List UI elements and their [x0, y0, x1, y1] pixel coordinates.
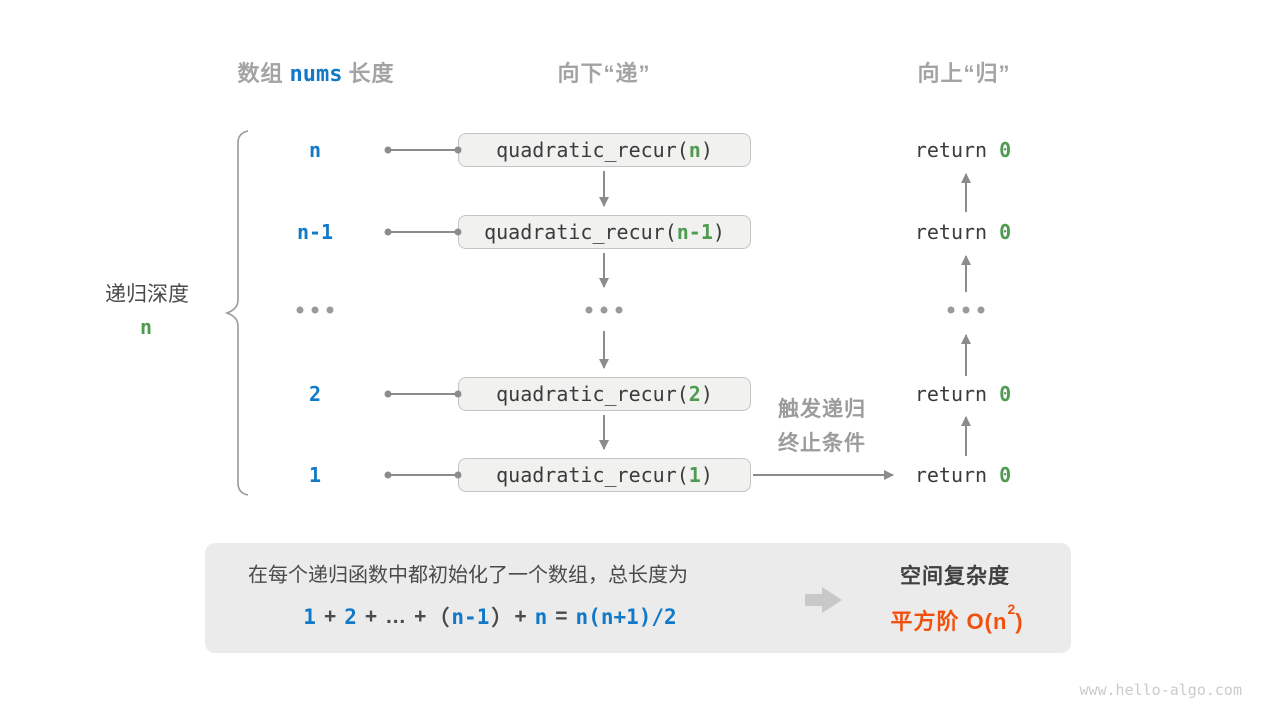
- call-arg: 2: [688, 382, 701, 406]
- array-label-suffix: 长度: [348, 61, 395, 86]
- watermark: www.hello-algo.com: [1079, 681, 1242, 699]
- call-text-n: quadratic_recur(n): [496, 138, 713, 162]
- formula-token: +: [364, 605, 378, 628]
- return-value: 0: [999, 382, 1012, 406]
- call-box-2: quadratic_recur(2): [458, 377, 751, 411]
- row-connector-lines: [388, 149, 458, 476]
- formula-token: 1: [303, 605, 316, 629]
- recursion-depth-value: n: [139, 315, 153, 339]
- call-text-n-1: quadratic_recur(n-1): [484, 220, 725, 244]
- formula-token: =: [555, 605, 568, 628]
- recursion-depth-brace: [224, 130, 249, 496]
- call-box-n: quadratic_recur(n): [458, 133, 751, 167]
- summary-description: 在每个递归函数中都初始化了一个数组，总长度为: [248, 564, 688, 587]
- return-value: 0: [999, 220, 1012, 244]
- ellipsis-dots-middle: [585, 306, 623, 314]
- nums-code-word: nums: [289, 62, 343, 87]
- call-arg: n-1: [676, 220, 713, 244]
- formula-token: +: [414, 605, 427, 628]
- call-text-2: quadratic_recur(2): [496, 382, 713, 406]
- return-value: 0: [999, 138, 1012, 162]
- formula-token: …: [385, 605, 407, 628]
- call-text-1: quadratic_recur(1): [496, 463, 713, 487]
- formula-token: ）: [491, 607, 513, 630]
- call-box-1: quadratic_recur(1): [458, 458, 751, 492]
- recurse-down-column-header: 向下“递”: [557, 61, 651, 86]
- depth-num-n-1: n-1: [296, 220, 334, 244]
- space-complexity-title: 空间复杂度: [900, 565, 1010, 588]
- call-box-n-1: quadratic_recur(n-1): [458, 215, 751, 249]
- formula-token: +: [323, 605, 337, 628]
- depth-num-2: 2: [308, 382, 322, 406]
- ellipsis-dots-right: [947, 306, 985, 314]
- trigger-note-line1: 触发递归: [778, 398, 866, 421]
- formula-token: +: [514, 605, 527, 628]
- depth-num-1: 1: [308, 463, 322, 487]
- formula-token: 2: [344, 605, 357, 629]
- recursion-depth-label: 递归深度: [105, 283, 189, 306]
- summary-formula: 1 + 2 + … + （ n-1 ） + n = n(n+1)/2: [299, 602, 680, 632]
- call-arg: 1: [688, 463, 701, 487]
- call-arg: n: [688, 138, 701, 162]
- summary-box: [205, 543, 1071, 653]
- row-connector-dots: [384, 146, 462, 479]
- depth-num-n: n: [308, 138, 322, 162]
- ellipsis-dots-left: [296, 306, 334, 314]
- trigger-note-line2: 终止条件: [778, 432, 866, 455]
- formula-token: n(n+1)/2: [575, 605, 677, 629]
- return-up-column-header: 向上“归”: [917, 61, 1011, 86]
- array-label-prefix: 数组: [237, 61, 284, 86]
- formula-token: n: [534, 605, 548, 629]
- exponent: 2: [1007, 600, 1016, 617]
- formula-token: （: [428, 607, 450, 630]
- space-complexity-value: 平方阶 O(n2): [890, 600, 1024, 634]
- return-value: 0: [999, 463, 1012, 487]
- formula-token: n-1: [451, 605, 490, 629]
